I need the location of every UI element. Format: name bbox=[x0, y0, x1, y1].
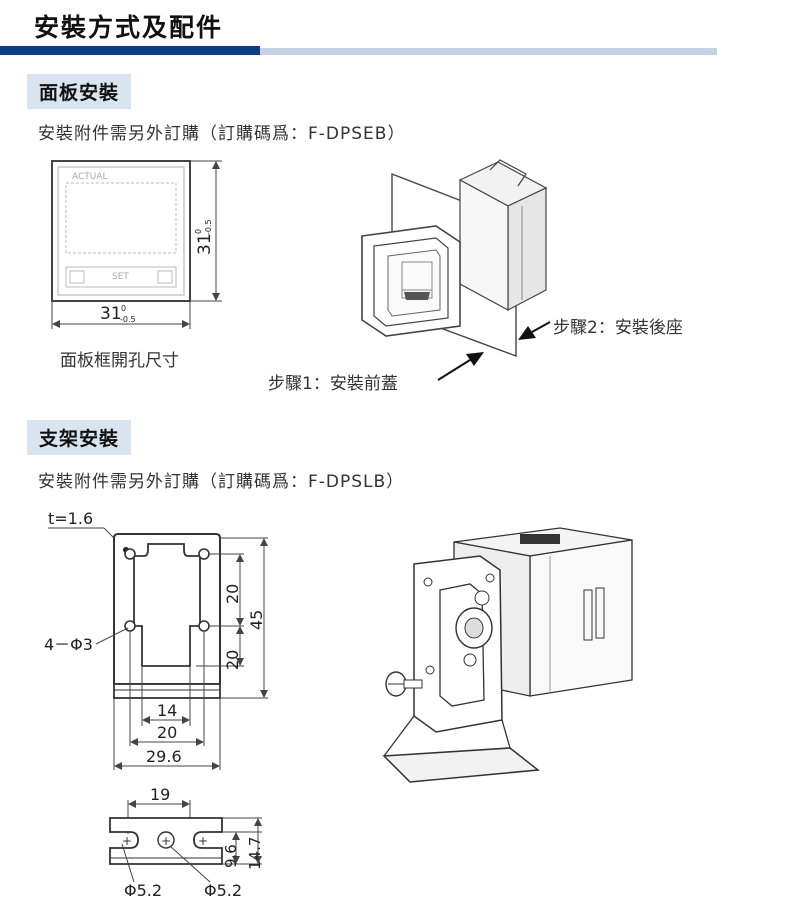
title-underline-dark bbox=[0, 46, 260, 55]
dim-height-tol-upper: 0 bbox=[194, 229, 203, 234]
dim-width-value: 31 bbox=[100, 304, 122, 324]
bracket-base-edge-b bbox=[501, 719, 511, 749]
bracket-base-iso bbox=[382, 747, 540, 783]
rear-clip bbox=[489, 159, 527, 187]
dim-14-7-arrow-b bbox=[254, 856, 262, 864]
dim-14-arrow-a bbox=[142, 716, 150, 724]
bottom-hole-center bbox=[157, 831, 175, 849]
bracket-front-drawing: t=1.6 4－Φ3 20 20 45 14 20 29.6 bbox=[44, 509, 268, 770]
dim-height-arrow-top bbox=[212, 161, 220, 169]
dim-width-tol-lower: -0.5 bbox=[120, 315, 136, 324]
dim-45-arrow-b bbox=[260, 690, 268, 698]
page-title: 安裝方式及配件 bbox=[34, 13, 224, 42]
dim-20-upper-arrow-a bbox=[236, 554, 244, 562]
dim-20h-arrow-b bbox=[196, 738, 204, 746]
step-arrows bbox=[437, 321, 551, 381]
hole-note-leader bbox=[95, 627, 129, 645]
side-screw-shank bbox=[403, 679, 423, 689]
dim-14-7-arrow-a bbox=[254, 818, 262, 826]
step1-label: 步驟1：安裝前蓋 bbox=[268, 374, 398, 394]
bracket-iso-hole-b bbox=[485, 573, 495, 583]
device-key-left bbox=[69, 270, 85, 284]
device-top-label bbox=[520, 534, 560, 544]
dim-19-arrow-a bbox=[128, 800, 136, 808]
panel-mount-illustration bbox=[361, 159, 548, 358]
dim-29-6: 29.6 bbox=[146, 747, 182, 766]
dim-29-6-arrow-a bbox=[114, 762, 122, 770]
hole-note: 4－Φ3 bbox=[44, 635, 93, 654]
bracket-mount-illustration bbox=[382, 527, 633, 783]
connector-bore bbox=[464, 617, 484, 639]
device-vent-b bbox=[595, 587, 605, 639]
device-label-set: SET bbox=[112, 272, 129, 282]
bracket-base-edge bbox=[383, 715, 415, 757]
screw-lower bbox=[463, 653, 477, 667]
hole-top-left bbox=[124, 548, 136, 560]
step1-arrow-line bbox=[437, 359, 471, 381]
dim-width-tol-upper: 0 bbox=[121, 304, 126, 313]
bracket-mount-heading: 支架安裝 bbox=[27, 420, 132, 455]
dim-20-lower-arrow-b bbox=[236, 658, 244, 666]
screw-top bbox=[474, 590, 490, 606]
hole-left-leader bbox=[121, 843, 135, 883]
panel-mount-heading: 面板安裝 bbox=[27, 74, 132, 109]
title-underline-light bbox=[260, 48, 717, 55]
panel-cutout-caption: 面板框開孔尺寸 bbox=[60, 351, 179, 371]
dim-height-arrow-bottom bbox=[212, 293, 220, 301]
bracket-mount-accessory-note: 安裝附件需另外訂購（訂購碼爲：F-DPSLB） bbox=[38, 472, 405, 492]
device-key-right bbox=[157, 270, 173, 284]
dim-29-6-arrow-b bbox=[212, 762, 220, 770]
hole-bottom-left bbox=[124, 620, 136, 632]
dim-height-value: 31 bbox=[195, 233, 215, 255]
step1-arrow-head bbox=[466, 352, 484, 366]
dim-20-upper: 20 bbox=[223, 584, 242, 604]
cutout-outline bbox=[51, 160, 191, 302]
hole-top-right bbox=[198, 548, 210, 560]
device-face bbox=[57, 166, 185, 296]
dim-45-arrow-a bbox=[260, 538, 268, 546]
device-inside-shadow bbox=[404, 292, 430, 300]
bottom-slot-left-mark: + bbox=[122, 834, 132, 848]
device-display bbox=[65, 182, 177, 254]
dim-width-arrow-left bbox=[52, 320, 60, 328]
bracket-iso-hole-c bbox=[425, 665, 435, 675]
bracket-base bbox=[113, 683, 221, 699]
bracket-bottom-drawing: 19 + + + 9.6 14.7 Φ5.2 Φ5.2 bbox=[109, 785, 264, 900]
panel-cutout-drawing: ACTUAL SET 31 0 -0.5 31 0 -0.5 bbox=[51, 160, 222, 329]
device-label-top: ACTUAL bbox=[72, 172, 108, 182]
dim-14: 14 bbox=[157, 701, 177, 720]
dim-20-lower: 20 bbox=[223, 650, 242, 670]
dim-19: 19 bbox=[150, 785, 170, 804]
device-vent-a bbox=[583, 589, 593, 641]
hole-bottom-right bbox=[198, 620, 210, 632]
dim-height-tol-lower: -0.5 bbox=[204, 219, 213, 235]
device-body-front bbox=[529, 539, 633, 697]
hole-right-label: Φ5.2 bbox=[204, 881, 242, 900]
rear-body-side bbox=[507, 187, 547, 311]
dim-20-horizontal: 20 bbox=[157, 723, 177, 742]
bottom-hole-center-mark: + bbox=[161, 834, 171, 848]
dim-20-upper-arrow-b bbox=[236, 618, 244, 626]
bracket-cutout bbox=[133, 543, 201, 667]
dim-9-6-arrow-b bbox=[232, 856, 240, 864]
dim-20h-arrow-a bbox=[130, 738, 138, 746]
bracket-iso-hole-a bbox=[423, 577, 433, 587]
step2-arrow-line bbox=[531, 321, 551, 333]
hole-right-leader bbox=[169, 845, 211, 883]
dim-19-arrow-b bbox=[182, 800, 190, 808]
device-key-area bbox=[65, 266, 177, 288]
step2-arrow-head bbox=[518, 326, 536, 340]
dim-9-6-arrow-a bbox=[232, 832, 240, 840]
bottom-slot-right-mark: + bbox=[198, 834, 208, 848]
dim-45: 45 bbox=[247, 610, 266, 630]
dim-14-arrow-b bbox=[182, 716, 190, 724]
bracket-thickness: t=1.6 bbox=[48, 509, 93, 528]
panel-mount-accessory-note: 安裝附件需另外訂購（訂購碼爲：F-DPSEB） bbox=[38, 124, 406, 144]
hole-left-label: Φ5.2 bbox=[124, 881, 162, 900]
dim-width-arrow-right bbox=[182, 320, 190, 328]
dim-14-7: 14.7 bbox=[246, 837, 264, 870]
dim-20-lower-arrow-a bbox=[236, 626, 244, 634]
step2-label: 步驟2：安裝後座 bbox=[553, 318, 683, 338]
dim-9-6: 9.6 bbox=[222, 844, 240, 868]
